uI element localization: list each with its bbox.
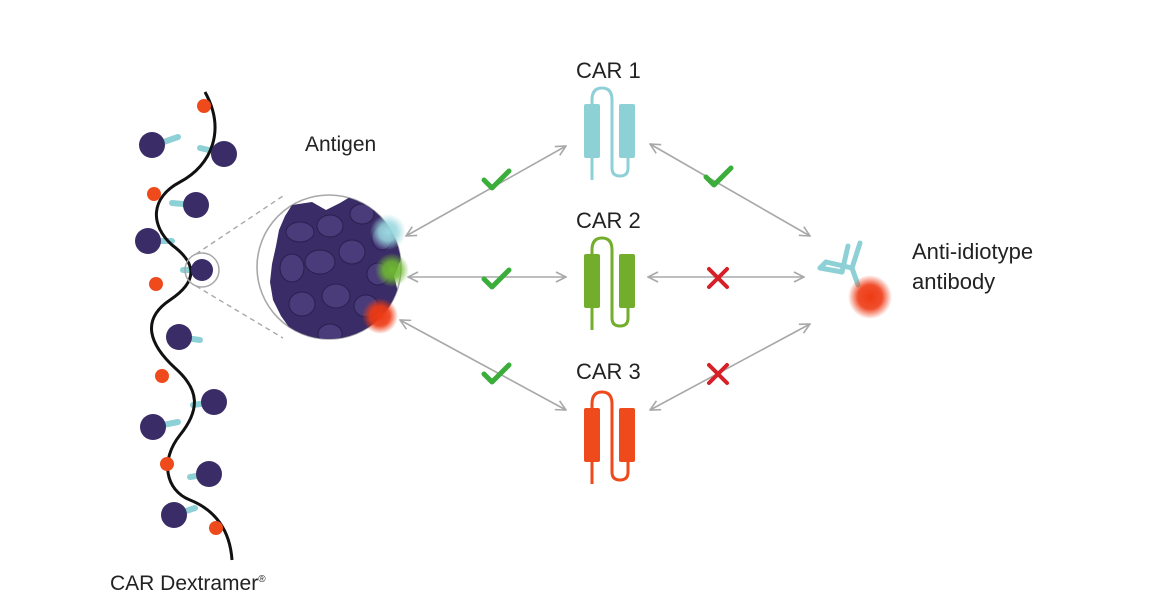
- epitope-car2: [375, 253, 409, 287]
- dextramer-label-text: CAR Dextramer: [110, 572, 259, 595]
- car1-receptor: [584, 86, 635, 180]
- dextran-beads: [135, 132, 237, 528]
- zoom-guides: [195, 195, 284, 339]
- car1-label: CAR 1: [576, 58, 641, 83]
- cross-icon: [707, 363, 729, 385]
- check-icon: [703, 165, 734, 188]
- interaction-arrows: [400, 144, 810, 410]
- arrow-antigen-car1: [406, 146, 566, 236]
- cross-icon: [707, 267, 729, 289]
- arrow-antigen-car3: [400, 320, 566, 410]
- epitope-car1: [370, 214, 406, 250]
- antigen-zoom: [256, 194, 409, 340]
- car3-label: CAR 3: [576, 359, 641, 384]
- dextramer-label: CAR Dextramer®: [110, 572, 266, 596]
- arrow-car1-antibody: [650, 144, 810, 236]
- car3-receptor: [584, 390, 635, 484]
- fluorophores: [147, 99, 223, 535]
- car2-label: CAR 2: [576, 208, 641, 233]
- binding-markers: [481, 165, 734, 385]
- antibody-label: Anti-idiotype antibody: [912, 237, 1033, 297]
- zoom-source-ring: [184, 252, 220, 288]
- registered-mark: ®: [258, 574, 266, 585]
- antibody-label-line1: Anti-idiotype: [912, 239, 1034, 264]
- antibody-label-line2: antibody: [912, 269, 996, 294]
- dextran-backbone: [150, 91, 234, 561]
- epitope-car3: [362, 298, 398, 334]
- car2-receptor: [584, 236, 635, 330]
- arrow-car3-antibody: [650, 324, 810, 410]
- anti-idiotype-antibody: [817, 240, 892, 319]
- dextramer-molecule: [135, 91, 237, 561]
- antibody-fluorophore: [848, 275, 892, 319]
- check-icon: [481, 362, 512, 385]
- zoomed-bead: [191, 259, 213, 281]
- check-icon: [481, 168, 512, 191]
- check-icon: [481, 267, 512, 290]
- antigen-label: Antigen: [305, 133, 377, 156]
